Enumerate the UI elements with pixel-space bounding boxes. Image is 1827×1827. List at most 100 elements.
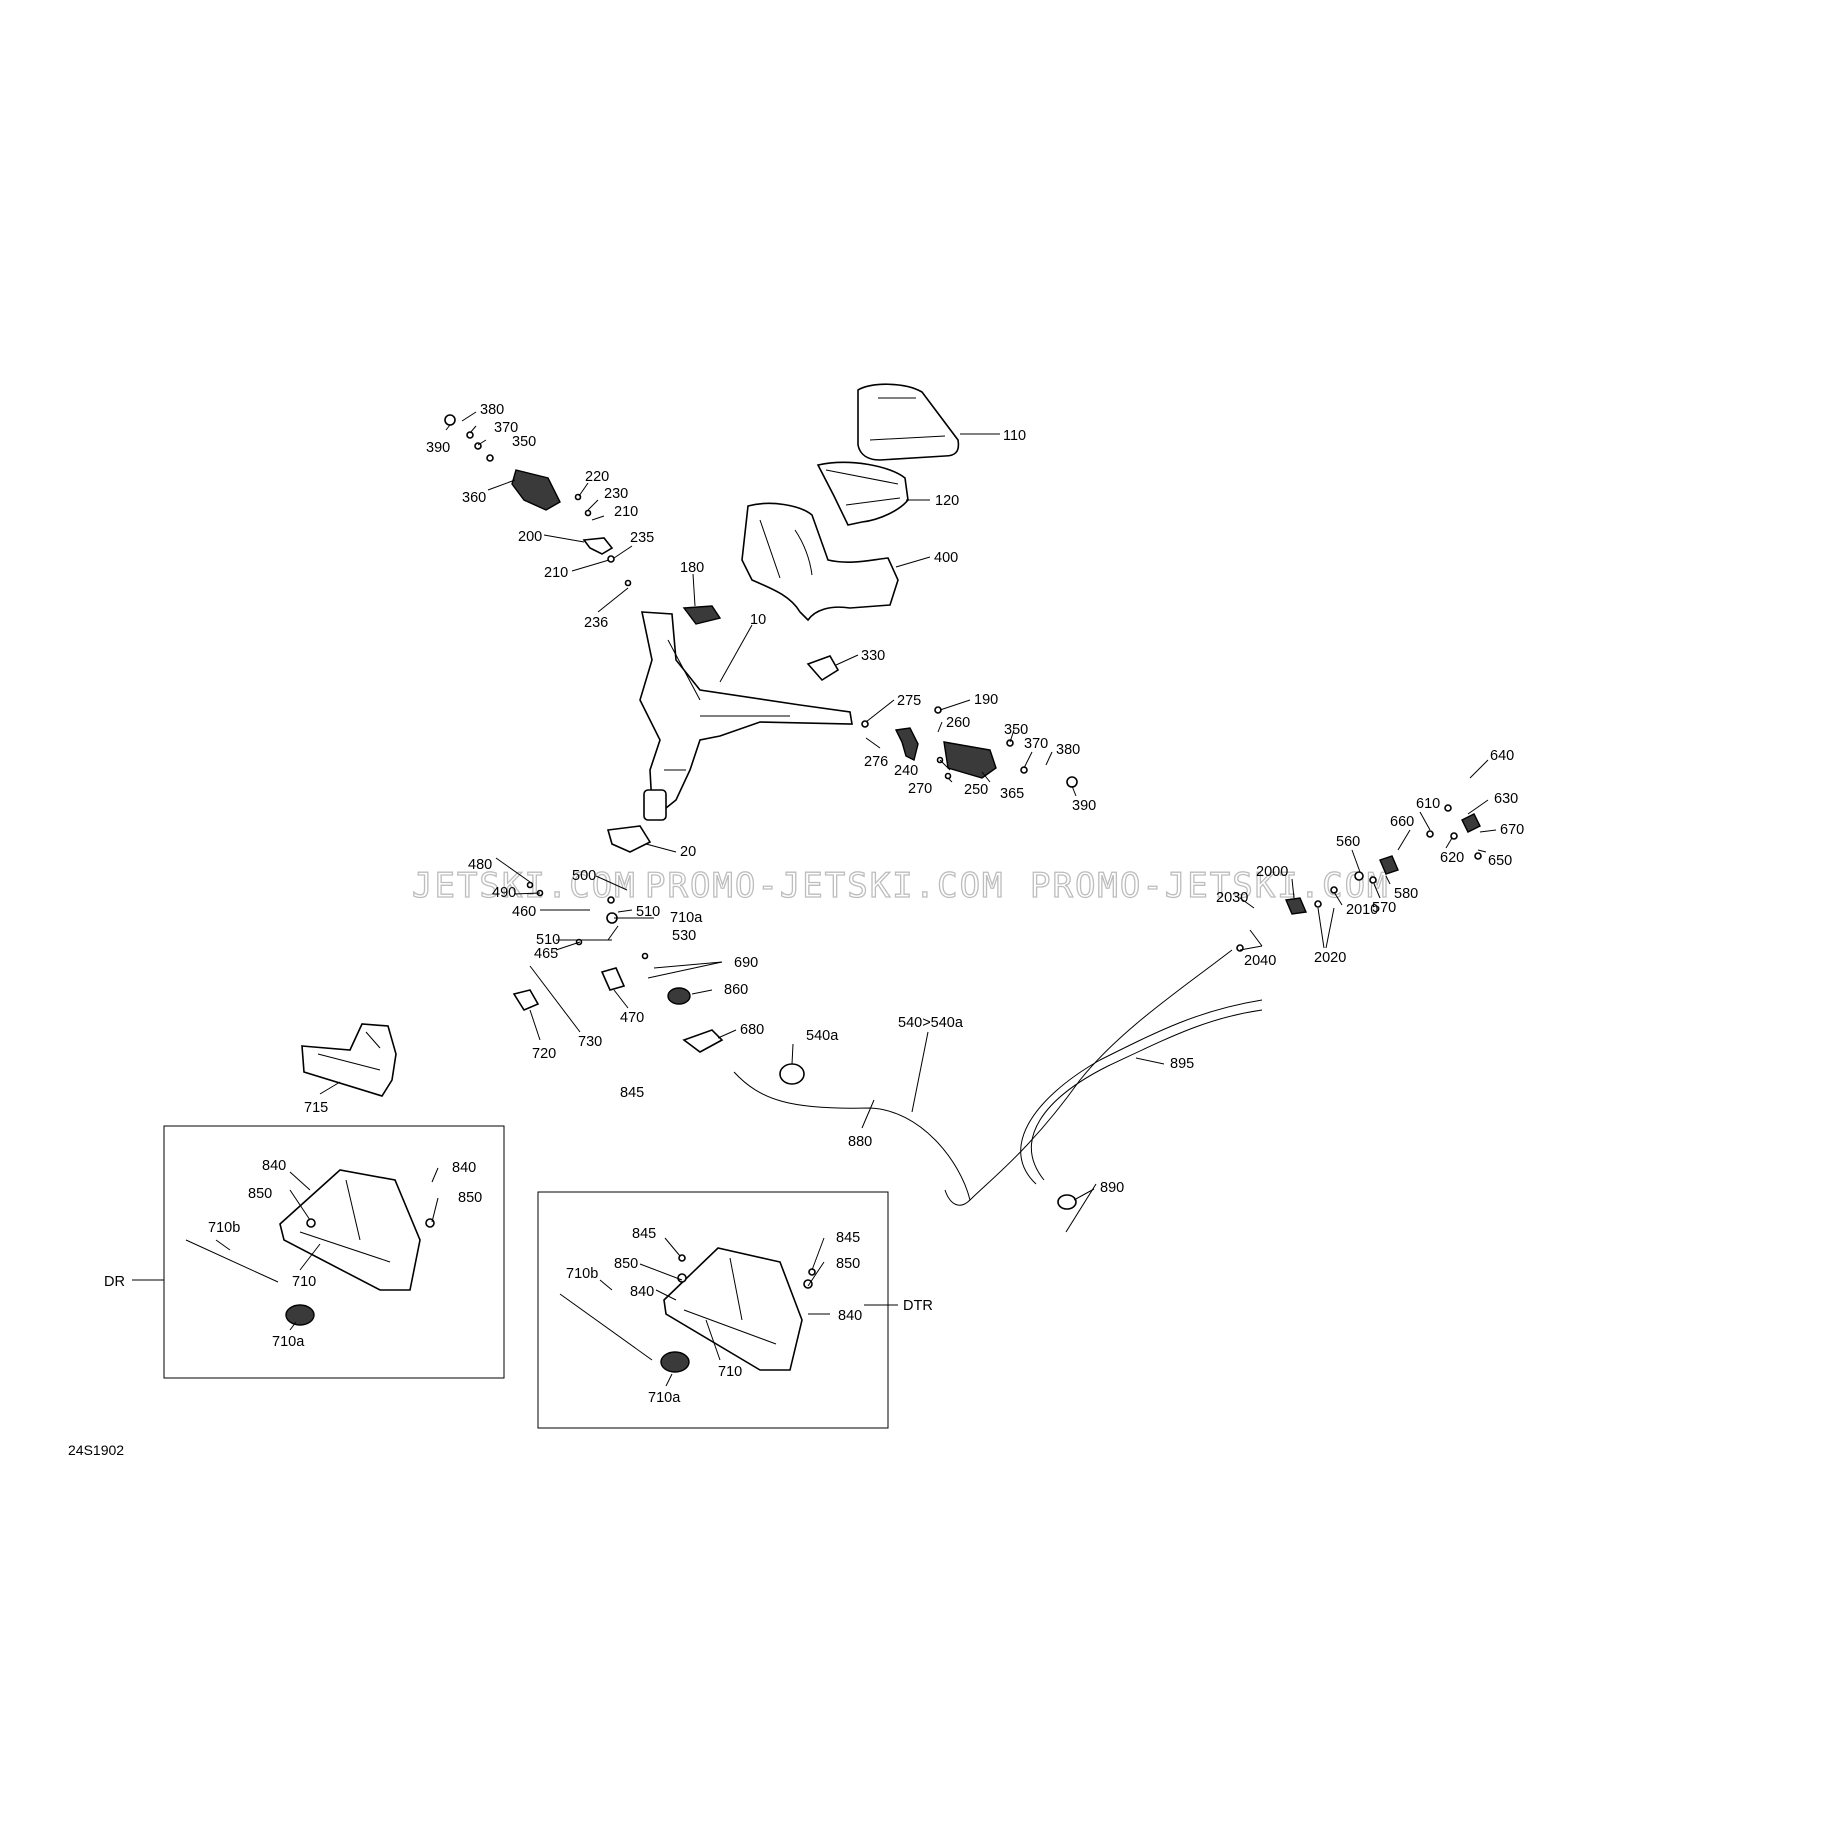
part-710b-dr-rod [185, 1239, 279, 1283]
callout-210: 210 [614, 504, 638, 520]
callout-710: 710 [292, 1274, 316, 1290]
watermark-2: PROMO-JETSKI.COM [645, 866, 1005, 906]
callout-180: 180 [680, 560, 704, 576]
callout-890: 890 [1100, 1180, 1124, 1196]
callout-380: 380 [480, 402, 504, 418]
callout-540-540a: 540>540a [898, 1015, 964, 1031]
watermark-1: JETSKI.COM [412, 866, 637, 906]
callout-710b: 710b [566, 1266, 598, 1282]
callout-680: 680 [740, 1022, 764, 1038]
callout-850: 850 [458, 1190, 482, 1206]
callout-2020: 2020 [1314, 950, 1346, 966]
part-470 [600, 967, 626, 991]
part-630 [1461, 813, 1481, 833]
part-710-dtr-housing [663, 1247, 803, 1371]
callout-390: 390 [426, 440, 450, 456]
callout-330: 330 [861, 648, 885, 664]
part-720 [512, 989, 540, 1012]
callout-465: 465 [534, 946, 558, 962]
watermark: JETSKI.COM PROMO-JETSKI.COM PROMO-JETSKI… [411, 865, 1390, 906]
callout-220: 220 [585, 469, 609, 485]
part-360-grip [511, 469, 561, 511]
callout-710a: 710a [272, 1334, 305, 1350]
part-710b-dtr-rod [559, 1293, 653, 1361]
callout-710: 710 [718, 1364, 742, 1380]
callout-2040: 2040 [1244, 953, 1276, 969]
callout-230: 230 [604, 486, 628, 502]
callout-560: 560 [1336, 834, 1360, 850]
part-10-handlebar [639, 611, 853, 809]
callout-480: 480 [468, 857, 492, 873]
callout-510: 510 [536, 932, 560, 948]
leader-lines [132, 411, 1497, 1387]
callout-120: 120 [935, 493, 959, 509]
callout-580: 580 [1394, 886, 1418, 902]
part-180 [682, 605, 722, 625]
dr-variant-box [163, 1125, 505, 1379]
part-710a-dr-spring [285, 1304, 315, 1326]
callout-2010: 2010 [1346, 902, 1378, 918]
callout-400: 400 [934, 550, 958, 566]
callout-860: 860 [724, 982, 748, 998]
callout-710b: 710b [208, 1220, 240, 1236]
callout-370: 370 [1024, 736, 1048, 752]
callout-236: 236 [584, 615, 608, 631]
dtr-box-label: DTR [903, 1298, 933, 1314]
callout-200: 200 [518, 529, 542, 545]
part-20 [606, 825, 652, 853]
part-365-grip [943, 741, 997, 779]
callout-850: 850 [614, 1256, 638, 1272]
callout-110: 110 [1003, 428, 1026, 444]
hose-895 [1020, 999, 1263, 1185]
part-715 [301, 1023, 397, 1097]
callout-190: 190 [974, 692, 998, 708]
hardware [306, 414, 1482, 1289]
callout-540a: 540a [806, 1028, 839, 1044]
callout-840: 840 [452, 1160, 476, 1176]
callout-2000: 2000 [1256, 864, 1288, 880]
callout-840: 840 [838, 1308, 862, 1324]
part-240-lever [894, 727, 919, 762]
callout-390: 390 [1072, 798, 1096, 814]
callout-840: 840 [262, 1158, 286, 1174]
callout-360: 360 [462, 490, 486, 506]
callout-2030: 2030 [1216, 890, 1248, 906]
callout-660: 660 [1390, 814, 1414, 830]
callout-630: 630 [1494, 791, 1518, 807]
callout-240: 240 [894, 763, 918, 779]
callout-510: 510 [636, 904, 660, 920]
watermark-3: PROMO-JETSKI.COM [1030, 866, 1390, 906]
callout-235: 235 [630, 530, 654, 546]
callout-880: 880 [848, 1134, 872, 1150]
callout-350: 350 [1004, 722, 1028, 738]
part-710a-dtr-spring [660, 1351, 690, 1373]
callout-720: 720 [532, 1046, 556, 1062]
diagram-code: 24S1902 [68, 1442, 124, 1458]
callout-730: 730 [578, 1034, 602, 1050]
part-200-lever [582, 537, 614, 555]
callout-850: 850 [836, 1256, 860, 1272]
dr-box-label: DR [104, 1274, 125, 1290]
callout-650: 650 [1488, 853, 1512, 869]
part-drawings [185, 383, 1481, 1373]
callout-380: 380 [1056, 742, 1080, 758]
part-10-column [643, 789, 667, 821]
callout-350: 350 [512, 434, 536, 450]
part-580 [1379, 855, 1399, 875]
cable-540 [733, 949, 1233, 1201]
callout-276: 276 [864, 754, 888, 770]
callout-845: 845 [836, 1230, 860, 1246]
callout-570: 570 [1372, 900, 1396, 916]
callout-620: 620 [1440, 850, 1464, 866]
callout-640: 640 [1490, 748, 1514, 764]
callout-610: 610 [1416, 796, 1440, 812]
callout-845: 845 [620, 1085, 644, 1101]
callout-250: 250 [964, 782, 988, 798]
part-2000 [1284, 897, 1308, 915]
callout-20: 20 [680, 844, 696, 860]
part-400-console [741, 502, 899, 622]
part-110-cover [857, 383, 960, 461]
callout-895: 895 [1170, 1056, 1194, 1072]
callout-275: 275 [897, 693, 921, 709]
